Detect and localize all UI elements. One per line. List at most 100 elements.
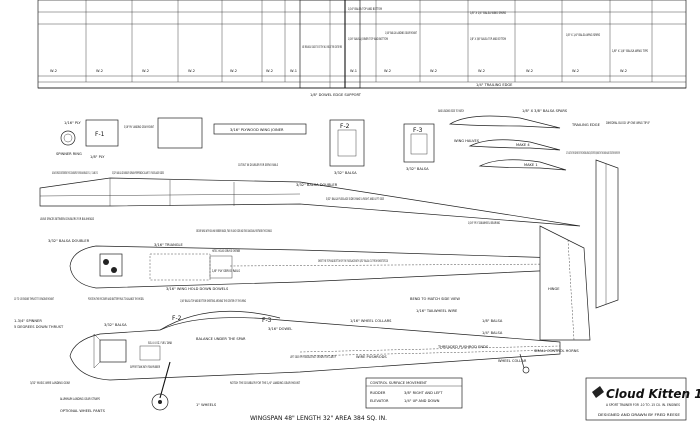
airfoil-low [478, 159, 567, 171]
fuselage-plan-view: SECURE WING WITH SIX #64 RUBBER BANDS, T… [48, 221, 561, 291]
rib-label: W-2 [384, 69, 391, 73]
side-note: SIG-4 4 OZ. FUEL TANK [148, 341, 172, 345]
rib-label: W-2 [572, 69, 579, 73]
rib-label: W-2 [430, 69, 437, 73]
side-note: THREADED PUSHROD ENDS [437, 345, 489, 349]
wing-note: 1/16" BALSA JOINER TOP AND BOTTOM [348, 37, 388, 41]
table-cell: 3/8" RIGHT AND LEFT [404, 391, 443, 395]
rib-label: W-2 [188, 69, 195, 73]
wing-note: 1/8" X 1/4" BALSA WING SPARS [566, 33, 600, 37]
rib-label: W-2 [266, 69, 273, 73]
tail-note: HINGE [548, 287, 560, 291]
landing-gear [159, 361, 171, 399]
table-cell: ELEVATOR [370, 399, 389, 403]
rib-label: W-2 [478, 69, 485, 73]
side-note: NOTCH THE DOUBLER FOR THE 1/4" LANDING G… [230, 381, 301, 385]
side-note: BALANCE UNDER THE SPAR [196, 337, 246, 341]
side-note: 5 DEGREES DOWN THRUST [14, 325, 64, 329]
plan-note: SECURE WING WITH SIX #64 RUBBER BANDS, T… [196, 229, 272, 233]
fuselage-doubler-view: LEAVE SPACES BETWEEN THE DOUBLERS FOR BU… [39, 163, 581, 227]
airfoil-top [448, 115, 561, 129]
side-note: 1/16" TAILWHEEL WIRE [416, 309, 458, 313]
bulkhead-f2 [329, 119, 365, 167]
side-note: 3/16" DOWEL [268, 327, 292, 331]
rib-label: W-1 [290, 69, 297, 73]
fuse-note: CUTOUT IN DOUBLER FOR SERVO RAILS [238, 163, 278, 167]
tail-note: 1/4" BALSA [482, 331, 503, 335]
fuse-note: 3/32" BALSA DOUBLER GRAIN PERPENDICULAR … [112, 171, 164, 175]
plan-note: 3/32" BALSA DOUBLER [48, 239, 90, 243]
tail-note: 1/8" BALSA [482, 319, 503, 323]
wing-note: 1/8" X 1/4" BALSA WING TIPS [612, 49, 648, 53]
fuel-tank [139, 345, 161, 361]
rib-label: W-2 [142, 69, 149, 73]
side-note: WHEEL COLLAR [498, 359, 527, 363]
horizontal-stabilizer [595, 159, 619, 309]
wing-note: 1/8" X 3/8" BALSA TOP AND BOTTOM [470, 37, 506, 41]
vertical-fin [539, 225, 591, 341]
side-note: F-2 [172, 315, 182, 322]
section-note: MAKE 1 [524, 163, 538, 167]
plan-note: 3/16" TRIANGLE [154, 243, 184, 247]
engine-side [99, 339, 127, 363]
plan-note: 1/16" PLY TAILWHEEL BEARING [468, 221, 500, 225]
table-cell: 1/4" UP AND DOWN [404, 399, 440, 403]
part-label: F-1 [95, 131, 105, 138]
side-note: WIRE PUSHRODS [356, 355, 387, 359]
plan-note: 1/8" PLY SERVO RAILS [212, 269, 241, 273]
title-block: Cloud Kitten 15 A SPORT TRAINER FOR .10 … [585, 377, 700, 421]
section-note: WING HALVES [454, 139, 480, 143]
part-label: 3/16" PLYWOOD WING JOINER [230, 128, 284, 132]
rib-label: W-2 [526, 69, 533, 73]
fuse-note: LEAVE SPACES BETWEEN THE DOUBLERS FOR BU… [52, 171, 98, 175]
part-label: SPINNER RING [56, 152, 82, 156]
bulkhead-f3 [403, 123, 435, 163]
rib-label: W-1 [350, 69, 357, 73]
wing-note: 1/8" DOWEL EDGE SUPPORT [310, 93, 362, 97]
wing-note: 1/8" X 1/4" BALSA WING SPARS [470, 11, 506, 15]
part-label: F-2 [340, 123, 350, 130]
rib-label: W-2 [230, 69, 237, 73]
plan-note: HITEC HS-80 SERVOS SHOWN [212, 249, 240, 253]
designer-credit: DESIGNED AND DRAWN BY FRED REESE [598, 413, 681, 417]
side-note: 1-3/4" SPINNER [14, 319, 42, 323]
fuselage-side-view: 10 TO 15 ENGINE THRUST TO ENGINE MOUNT 1… [14, 297, 579, 413]
wing-note: USE RIB ANGLE GUIDE TO SET THE W-1 RIBS … [302, 45, 342, 49]
rib-label: W-2 [96, 69, 103, 73]
wing-note: 1/4" TRAILING EDGE [476, 83, 513, 87]
section-note: MAKE 4 [516, 143, 530, 147]
fuse-note: 3/32" BALSA DOUBLER [296, 183, 338, 187]
wing-note: 1/16" BALSA TOP AND BOTTOM [348, 7, 382, 11]
part-label: 3/32" BALSA [334, 171, 357, 175]
plan-note: 3/16" WING HOLD DOWN DOWELS [166, 287, 229, 291]
part-label: 1/16" PLY [64, 121, 82, 125]
wing-plan: W-2 W-2 W-2 W-2 W-2 W-2 W-1 W-1 W-2 W-2 … [37, 0, 687, 97]
bulkhead-f1 [85, 119, 119, 147]
side-note: OPTIONAL WHEEL PANTS [60, 409, 106, 413]
side-note: LEFT SIDE OF FUSELAGE NOT SHOWN FOR CLAR… [290, 355, 336, 359]
wheel [151, 393, 169, 411]
engine-outline [99, 253, 123, 277]
side-note: 1" WHEELS [196, 403, 217, 407]
part-label: 3/16" PLY LANDING GEAR MOUNT [124, 125, 154, 129]
wing-note: 1/16" BALSA LANDING GEAR MOUNT [385, 31, 417, 35]
side-note: 3/32" MUSIC WIRE LANDING GEAR [30, 381, 70, 385]
wing-joiner-part [213, 123, 307, 135]
tail-surfaces: HINGE 1/8" BALSA 1/4" BALSA [482, 159, 619, 341]
side-note: BEND TO MATCH SIDE VIEW [410, 297, 460, 301]
side-note: 10 TO 15 ENGINE THRUST TO ENGINE MOUNT [14, 297, 54, 301]
table-title: CONTROL SURFACE MOVEMENT [370, 381, 428, 385]
section-note: 1/8" X 3/8" BALSA SPARS [522, 109, 568, 113]
airplane-logo-icon [592, 386, 604, 398]
airfoil-mid [468, 139, 561, 151]
section-note: CUT A SLOT IN THE END RIBS FOR THE DIHED… [566, 151, 620, 155]
rib-label: W-2 [50, 69, 57, 73]
section-note: SAND LEADING EDGE TO MATCH [438, 109, 464, 113]
side-note: 1/16" BALSA TOP AND BOTTOM SHEETING AROU… [180, 299, 246, 303]
side-note: 3/32" BALSA [104, 323, 127, 327]
part-label: 3/32" BALSA [406, 167, 429, 171]
part-label: F-3 [413, 127, 423, 134]
specs-line: WINGSPAN 48" LENGTH 32" AREA 384 SQ. IN. [250, 415, 387, 422]
side-note: POSITION THE RECEIVER AND BATTERY PACK T… [88, 297, 144, 301]
